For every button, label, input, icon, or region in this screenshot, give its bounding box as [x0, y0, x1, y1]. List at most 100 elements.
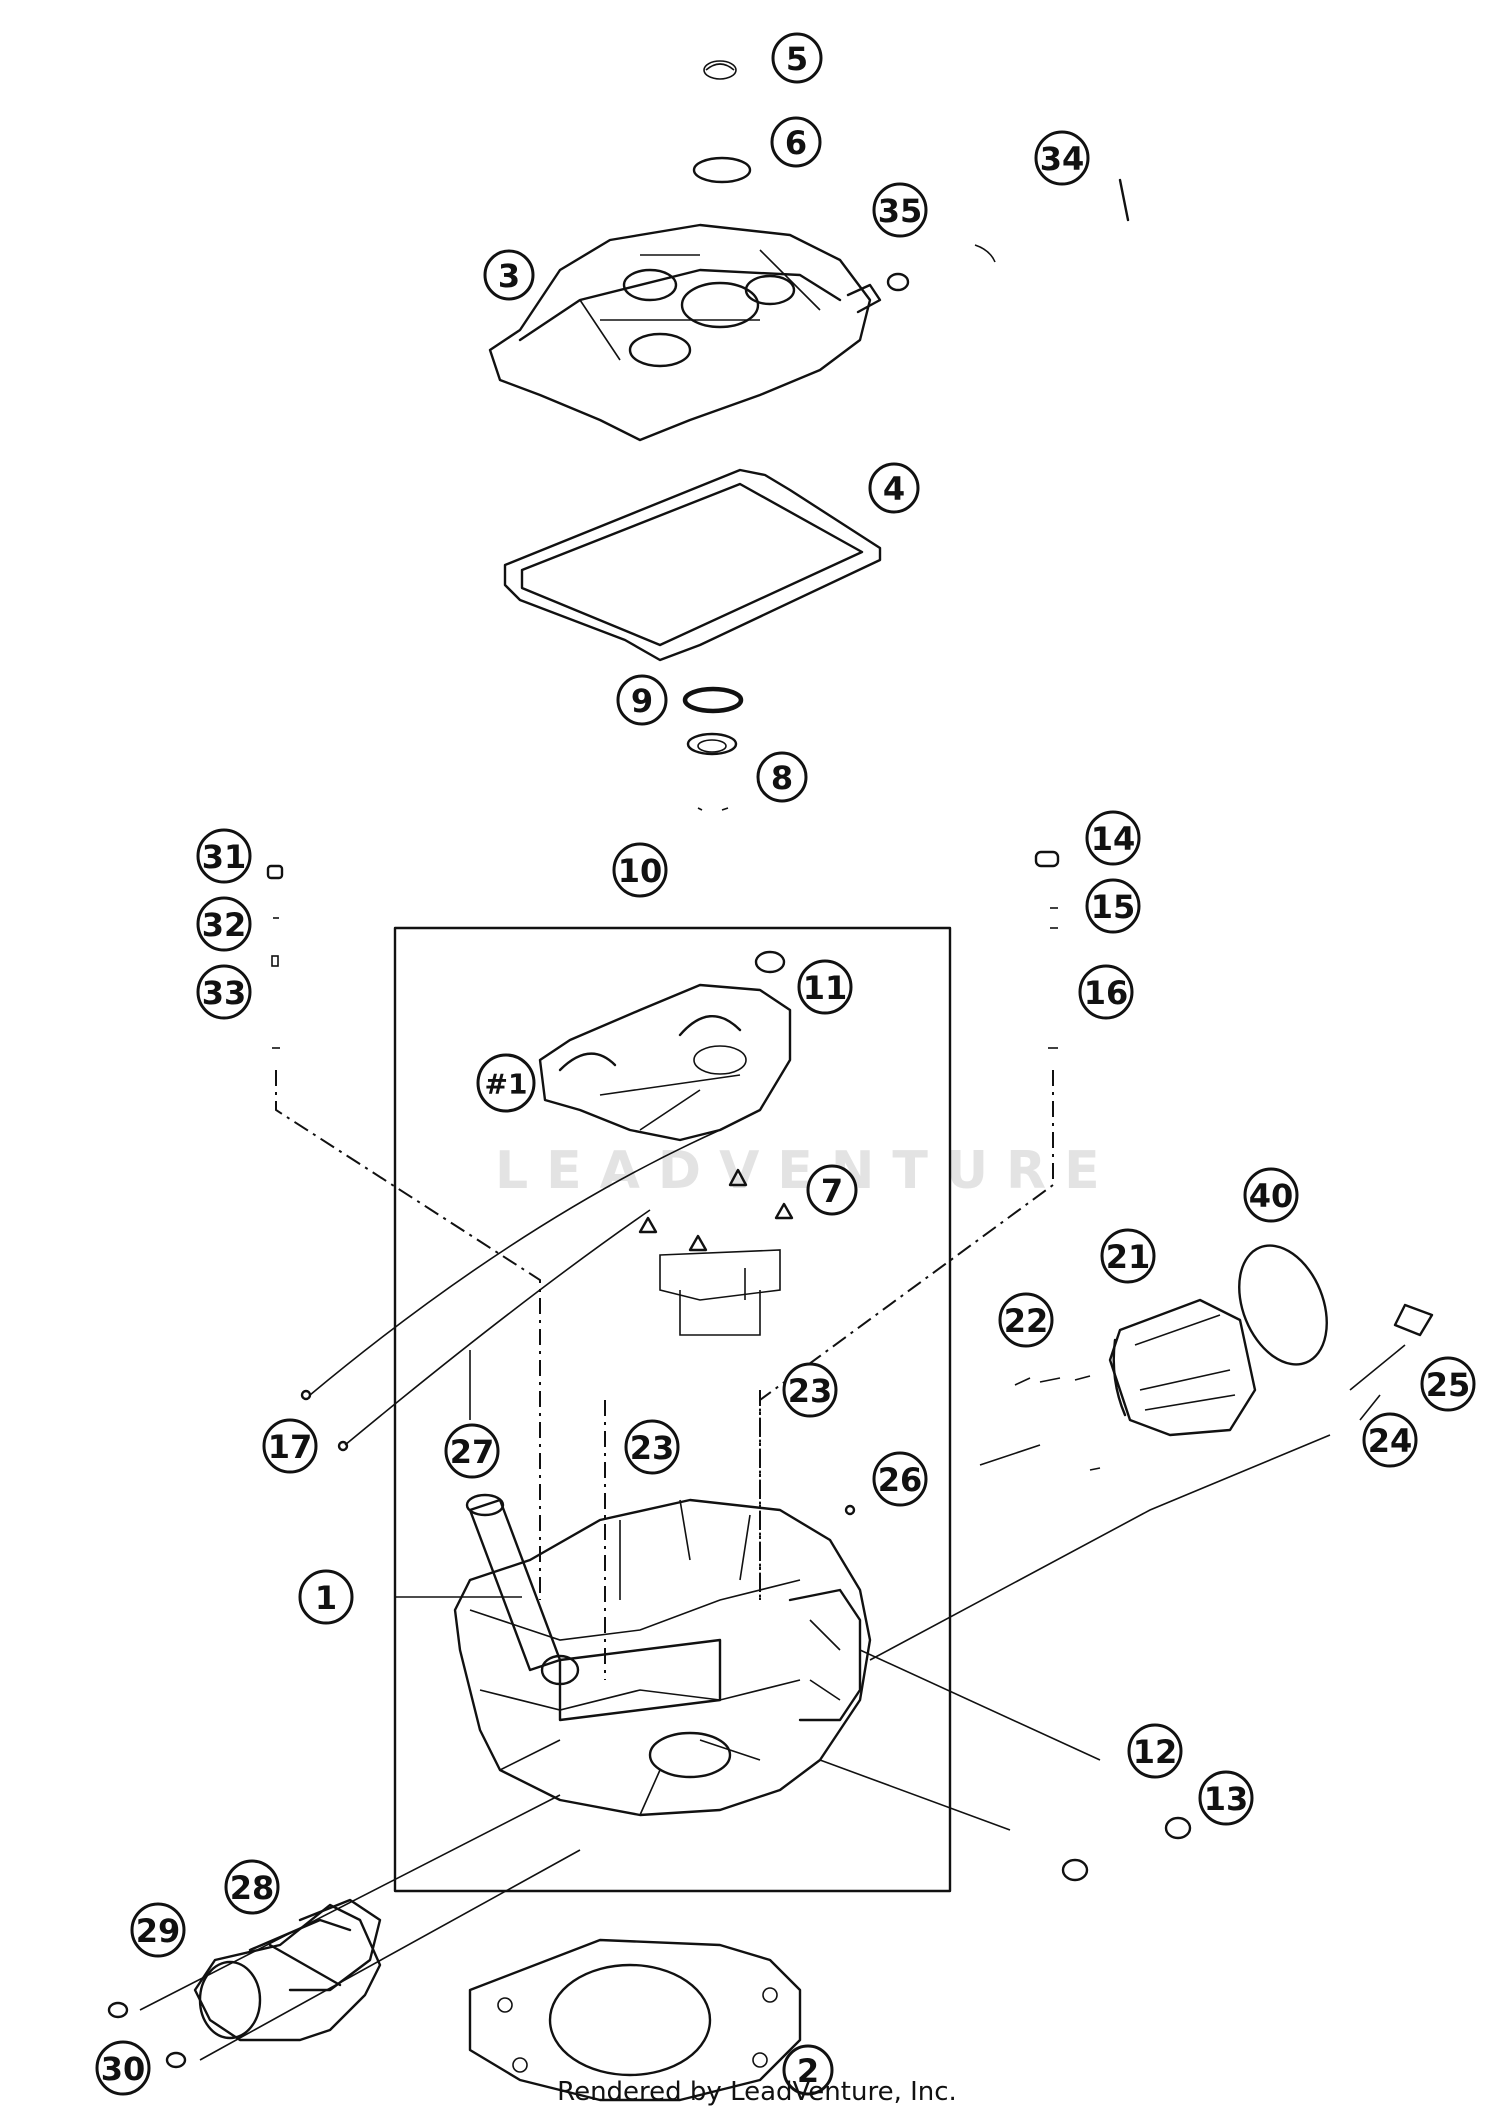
svg-text:14: 14: [1091, 820, 1136, 858]
svg-text:22: 22: [1004, 1302, 1049, 1340]
intake-line-b: [1089, 1467, 1101, 1471]
svg-text:23: 23: [630, 1429, 675, 1467]
callout-31: 31: [196, 828, 252, 884]
callout-17: 17: [262, 1418, 318, 1474]
svg-text:24: 24: [1368, 1422, 1413, 1460]
exhaust-line-13: [819, 1759, 1011, 1831]
callout-13: 13: [1198, 1770, 1254, 1826]
svg-text:40: 40: [1249, 1177, 1294, 1215]
intake-line-c: [869, 1434, 1331, 1661]
svg-text:30: 30: [101, 2050, 146, 2088]
exhaust-line-30a: [139, 1794, 561, 2011]
cylinder-head-bolt-center: [697, 807, 729, 811]
callout-22: 22: [998, 1292, 1054, 1348]
callout-10: 10: [612, 842, 668, 898]
callout-7: 7: [806, 1164, 858, 1216]
callout-3: 3: [483, 249, 535, 301]
svg-text:9: 9: [631, 682, 653, 720]
breather-hose: [974, 178, 1130, 263]
svg-text:28: 28: [230, 1869, 275, 1907]
svg-text:3: 3: [498, 257, 520, 295]
exhaust-line-12: [859, 1649, 1101, 1761]
plug-26: [844, 1504, 856, 1516]
filler-cap-seal: [692, 156, 752, 184]
callout-9: 9: [616, 674, 668, 726]
svg-text:11: 11: [803, 969, 848, 1007]
bolt-line-17a: [309, 1129, 721, 1396]
cylinder-head: [453, 1498, 872, 1817]
svg-text:35: 35: [878, 192, 923, 230]
hose-clamp: [886, 272, 910, 292]
stud-nut-stack-left: [266, 864, 541, 1600]
spark-plug-tube: [465, 1493, 580, 1686]
callout-27: 27: [444, 1423, 500, 1479]
callout-hash-1: #1: [476, 1053, 536, 1113]
svg-text:26: 26: [878, 1461, 923, 1499]
callout-11: 11: [797, 959, 853, 1015]
render-credit: Rendered by LeadVenture, Inc.: [557, 2077, 957, 2107]
exhaust-line-30b: [199, 1849, 581, 2061]
callout-14: 14: [1085, 810, 1141, 866]
svg-text:15: 15: [1091, 888, 1136, 926]
bolt-17a: [300, 1389, 312, 1401]
intake-clamp: [1014, 1375, 1091, 1386]
callout-1: 1: [298, 1569, 354, 1625]
svg-text:6: 6: [785, 124, 807, 162]
svg-text:31: 31: [202, 838, 247, 876]
intake-o-ring: [1238, 1244, 1328, 1366]
watermark: LEADVENTURE: [495, 1141, 1118, 1201]
intake-line-d: [1349, 1344, 1406, 1391]
svg-text:21: 21: [1106, 1238, 1151, 1276]
callout-34: 34: [1034, 130, 1090, 186]
svg-text:32: 32: [202, 906, 247, 944]
exhaust-pipe-sleeve: [288, 1898, 382, 1992]
callout-23-lower: 23: [624, 1419, 680, 1475]
svg-text:8: 8: [771, 759, 793, 797]
intake-stud: [1359, 1303, 1434, 1421]
svg-text:2: 2: [797, 2052, 819, 2090]
svg-text:29: 29: [136, 1912, 181, 1950]
callout-32: 32: [196, 896, 252, 952]
svg-text:12: 12: [1133, 1733, 1178, 1771]
exhaust-flange: [193, 1903, 382, 2042]
valve-cover-gasket: [503, 468, 882, 662]
callout-4: 4: [868, 462, 920, 514]
svg-text:13: 13: [1204, 1780, 1249, 1818]
intake-line-a: [979, 1444, 1041, 1466]
callout-2: 2: [782, 2044, 834, 2096]
svg-text:16: 16: [1084, 974, 1129, 1012]
callout-16: 16: [1078, 964, 1134, 1020]
callout-28: 28: [224, 1859, 280, 1915]
stud-nut-stack-right: [759, 850, 1060, 1600]
svg-text:7: 7: [821, 1172, 843, 1210]
exhaust-nut-13: [1061, 1858, 1089, 1882]
callout-25: 25: [1420, 1356, 1476, 1412]
svg-text:1: 1: [315, 1579, 337, 1617]
svg-text:#1: #1: [485, 1068, 528, 1101]
callout-35: 35: [872, 182, 928, 238]
svg-text:10: 10: [618, 852, 663, 890]
cylinder-head-gasket: [468, 1938, 802, 2102]
callout-40: 40: [1243, 1167, 1299, 1223]
svg-text:34: 34: [1040, 140, 1085, 178]
intake-manifold: [1108, 1298, 1257, 1437]
svg-text:5: 5: [786, 40, 808, 78]
callout-24: 24: [1362, 1412, 1418, 1468]
callout-29: 29: [130, 1902, 186, 1958]
callout-33: 33: [196, 964, 252, 1020]
callout-21: 21: [1100, 1228, 1156, 1284]
svg-text:33: 33: [202, 974, 247, 1012]
o-ring: [682, 686, 744, 714]
cylinder-head-assembly-box: [393, 926, 952, 1893]
callout-12: 12: [1127, 1723, 1183, 1779]
callout-5: 5: [771, 32, 823, 84]
oil-filler-cap: [703, 60, 737, 80]
callout-15: 15: [1085, 878, 1141, 934]
camshaft-carrier: [538, 950, 792, 1142]
exhaust-nut-30a: [107, 2001, 129, 2019]
callout-8: 8: [756, 751, 808, 803]
exhaust-nut-12: [1164, 1816, 1192, 1840]
svg-text:17: 17: [268, 1428, 313, 1466]
svg-text:23: 23: [788, 1372, 833, 1410]
